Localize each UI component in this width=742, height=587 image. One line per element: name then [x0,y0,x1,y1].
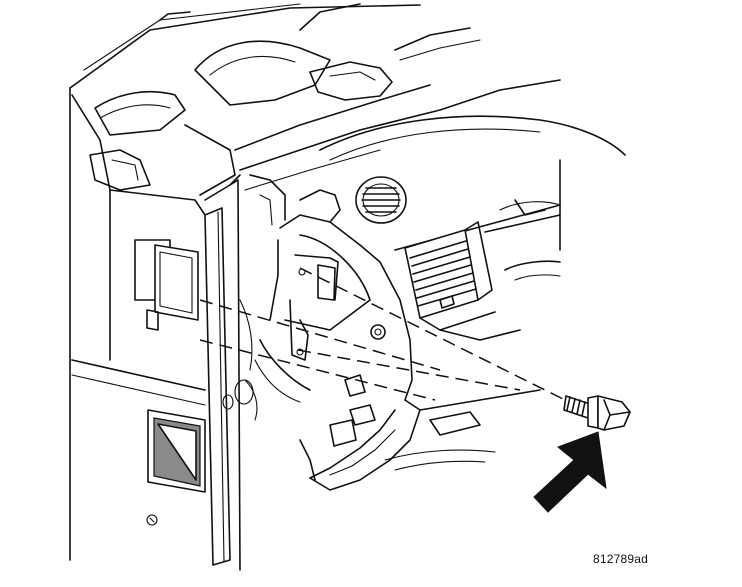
bolt-icon [563,395,631,431]
alignment-lines [199,267,566,401]
alignment-line-lower [297,349,521,391]
alignment-line-upper [199,299,441,371]
black-arrow-icon [533,431,607,513]
round-vent [355,176,407,224]
alignment-line-bolt [299,267,566,401]
end-bracket [234,174,541,491]
dashboard-top-contours [69,3,561,561]
panel-knockouts [134,239,206,526]
figure-reference-number: 812789ad [593,552,648,566]
vertical-trim-strip [204,179,241,571]
alignment-line-middle [199,339,436,401]
dash-vent [404,221,496,331]
